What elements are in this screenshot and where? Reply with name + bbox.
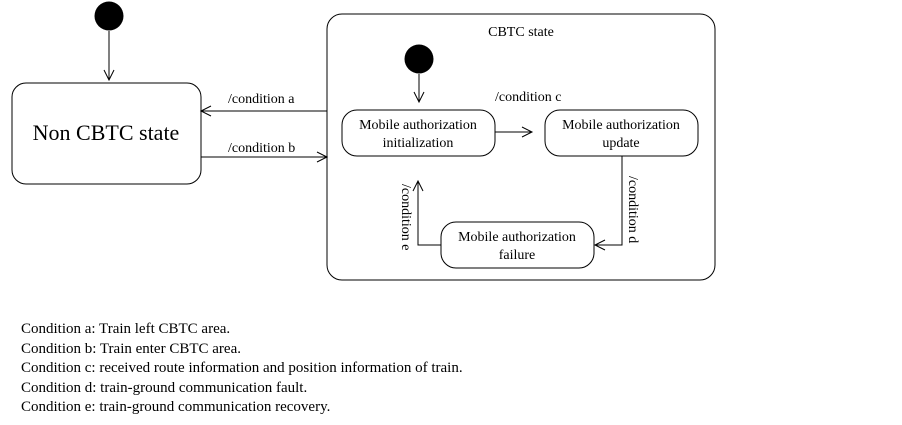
transition-a-arrowhead — [199, 105, 212, 117]
ma-update-label-line-1: Mobile authorization — [562, 118, 680, 133]
ma-failure-label-line-1: Mobile authorization — [458, 230, 576, 245]
transition-e-line — [417, 181, 441, 246]
transition-d-arrowhead — [593, 239, 606, 251]
ma-initialization-label-line-2: initialization — [383, 136, 454, 151]
ma-initialization-label-line-1: Mobile authorization — [359, 118, 477, 133]
state-diagram: CBTC state Non CBTC state /condition a /… — [11, 1, 716, 281]
legend-condition-c: Condition c: received route information … — [21, 360, 463, 377]
transition-a-label: /condition a — [228, 92, 295, 107]
transition-d-label: /condition d — [625, 176, 640, 243]
transition-e: /condition e — [398, 179, 441, 251]
transition-a: /condition a — [199, 92, 327, 117]
non-cbtc-state-box — [11, 82, 202, 185]
non-cbtc-state: Non CBTC state — [11, 82, 202, 185]
initial-transition-outer-arrowhead — [103, 69, 115, 82]
transition-e-label: /condition e — [398, 184, 413, 251]
initial-transition-inner-arrowhead — [413, 91, 425, 104]
initial-node-inner — [404, 44, 434, 74]
ma-initialization-box — [341, 109, 496, 157]
transition-b-arrowhead — [316, 151, 329, 163]
condition-legend: Condition a: Train left CBTC area. Condi… — [21, 320, 463, 418]
transition-e-arrowhead — [412, 179, 424, 192]
transition-c: /condition c — [495, 90, 562, 138]
legend-condition-b: Condition b: Train enter CBTC area. — [21, 340, 241, 357]
transition-d-line — [595, 156, 623, 246]
ma-update-label-line-2: update — [602, 136, 639, 151]
transition-d: /condition d — [593, 156, 640, 251]
legend-condition-a: Condition a: Train left CBTC area. — [21, 321, 231, 337]
non-cbtc-state-label: Non CBTC state — [33, 120, 180, 145]
ma-failure-label-line-2: failure — [499, 248, 536, 263]
transition-c-label: /condition c — [495, 90, 562, 105]
initial-node-outer — [94, 1, 124, 31]
cbtc-state-label: CBTC state — [488, 25, 554, 40]
transition-b-label: /condition b — [228, 141, 295, 156]
legend-condition-d: Condition d: train-ground communication … — [21, 379, 308, 396]
transition-c-arrowhead — [521, 126, 534, 138]
cbtc-state-frame — [326, 13, 716, 281]
ma-update-state: Mobile authorization update — [544, 109, 699, 157]
legend-condition-e: Condition e: train-ground communication … — [21, 399, 331, 416]
ma-failure-state: Mobile authorization failure — [440, 221, 595, 269]
transition-b: /condition b — [201, 141, 329, 163]
cbtc-state: CBTC state — [326, 13, 716, 281]
ma-initialization-state: Mobile authorization initialization — [341, 109, 496, 157]
